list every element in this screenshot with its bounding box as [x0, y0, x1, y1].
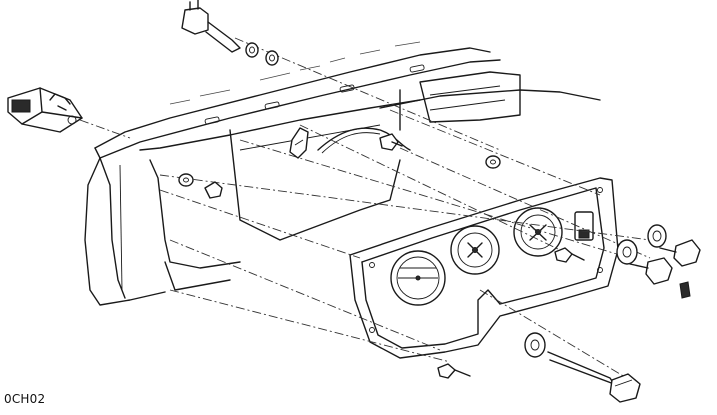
lamp-switch-top	[181, 0, 279, 66]
trip-reset-knob	[524, 332, 641, 403]
speedometer-cable	[317, 127, 411, 154]
instrument-cluster-bezel	[349, 177, 619, 359]
assembly-lines	[79, 37, 651, 381]
figure-reference-code: 0CH02	[4, 392, 46, 406]
switch-knobs-right	[616, 224, 701, 299]
dashboard-panel	[84, 41, 601, 306]
cluster-screws	[437, 247, 585, 379]
dash-fasteners	[178, 133, 501, 199]
multi-plug-connector	[7, 87, 83, 133]
retaining-clip	[289, 127, 309, 159]
